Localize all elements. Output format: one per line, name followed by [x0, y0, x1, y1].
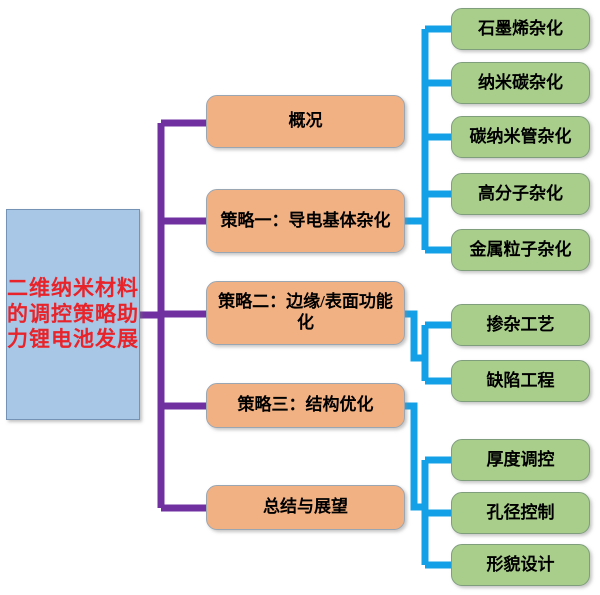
leaf-node-polymer-hybrid[interactable]: 高分子杂化 — [451, 173, 590, 215]
root-node[interactable]: 二维纳米材料的调控策略助力锂电池发展 — [6, 209, 140, 420]
leaf-node-cnt-hybrid[interactable]: 碳纳米管杂化 — [451, 116, 590, 158]
connector-strategy-3-stem — [405, 402, 425, 511]
branch-node-strategy-2[interactable]: 策略二：边缘/表面功能化 — [206, 281, 405, 345]
branch-node-strategy-1[interactable]: 策略一：导电基体杂化 — [206, 189, 405, 253]
connector-strategy-2-stem — [405, 310, 425, 362]
purple-connectors — [140, 119, 206, 512]
leaf-node-defect-engineering[interactable]: 缺陷工程 — [451, 360, 590, 402]
blue-connectors-strategy-2 — [405, 310, 451, 385]
branch-node-overview[interactable]: 概况 — [206, 95, 405, 148]
blue-connectors-strategy-1 — [405, 25, 451, 254]
branch-node-strategy-3[interactable]: 策略三：结构优化 — [206, 383, 405, 428]
branch-node-summary[interactable]: 总结与展望 — [206, 485, 405, 530]
leaf-node-nanocarbon-hybrid[interactable]: 纳米碳杂化 — [451, 62, 590, 104]
blue-connectors-strategy-3 — [405, 402, 451, 569]
leaf-node-thickness-control[interactable]: 厚度调控 — [451, 439, 590, 481]
leaf-node-doping-process[interactable]: 掺杂工艺 — [451, 304, 590, 346]
leaf-node-morphology-design[interactable]: 形貌设计 — [451, 544, 590, 586]
leaf-node-metal-particle-hybrid[interactable]: 金属粒子杂化 — [451, 229, 590, 271]
leaf-node-graphene-hybrid[interactable]: 石墨烯杂化 — [451, 8, 590, 50]
leaf-node-pore-size-control[interactable]: 孔径控制 — [451, 492, 590, 534]
